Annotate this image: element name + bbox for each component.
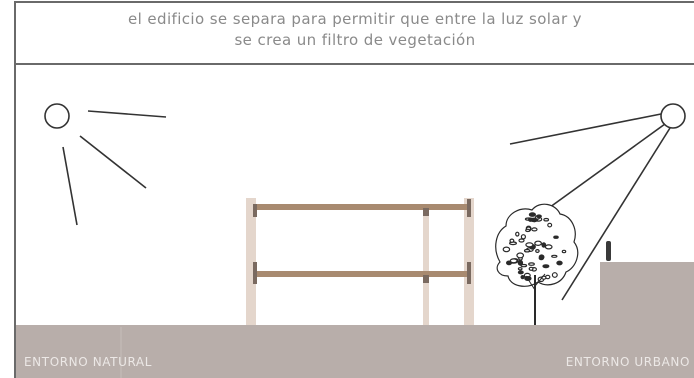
tree-leaf (520, 234, 527, 240)
sun-ray (509, 113, 662, 145)
slab-bracket (423, 208, 429, 216)
tree-leaf (553, 235, 559, 239)
tree-leaf (516, 252, 525, 259)
tree-leaf (528, 262, 535, 266)
slab-bracket (423, 275, 429, 283)
tree-leaf (509, 258, 518, 264)
tree-leaf (535, 249, 540, 254)
slab-bracket (253, 262, 257, 284)
tree-leaf (517, 270, 524, 275)
label-entorno-urbano: ENTORNO URBANO (565, 355, 690, 369)
tree-branch (534, 273, 546, 287)
tree-leaf (517, 259, 524, 266)
tree-leaf (534, 240, 542, 246)
tree-leaf (543, 217, 550, 222)
building-column-middle (423, 204, 429, 325)
building-column-left (246, 198, 256, 325)
tree-leaf (542, 264, 550, 269)
tree-leaf (528, 266, 534, 271)
building-slab-lower (253, 271, 471, 277)
tree-icon (495, 203, 579, 325)
tree-leaf (544, 244, 553, 250)
tree-leaf (538, 254, 545, 260)
tree-leaf (531, 227, 538, 232)
building-column-right (464, 198, 474, 325)
tree-leaf (517, 267, 523, 271)
sun-ray (62, 146, 78, 226)
tree-leaf (525, 242, 534, 248)
tree-leaf (551, 254, 558, 258)
sun-ray (561, 127, 671, 301)
sun-ray (87, 110, 167, 118)
tree-leaf (561, 249, 567, 254)
tree-leaf (518, 238, 525, 243)
tree-leaf (515, 231, 520, 237)
urban-post-icon (606, 241, 611, 261)
tree-leaf (528, 217, 533, 222)
caption-line-2: se crea un filtro de vegetación (234, 31, 476, 49)
tree-leaf (523, 248, 531, 253)
scene-box (14, 64, 694, 378)
building-section (246, 198, 474, 325)
tree-leaf (502, 246, 511, 253)
tree-leaf (556, 260, 563, 266)
tree-leaf (509, 238, 515, 243)
label-entorno-natural: ENTORNO NATURAL (24, 355, 153, 369)
building-slab-upper (253, 204, 471, 210)
tree-leaf (541, 242, 547, 248)
caption-line-1: el edificio se separa para permitir que … (128, 10, 582, 28)
slab-bracket (467, 199, 471, 217)
tree-leaf (547, 222, 553, 228)
ground-terrain (16, 262, 694, 378)
tree-leaf (536, 214, 542, 219)
tree-leaf (525, 228, 531, 233)
tree-leaf (520, 275, 525, 280)
slab-bracket (467, 262, 471, 284)
sun-left-icon (44, 103, 167, 226)
sun-ray (79, 135, 147, 189)
sun-right-icon (509, 103, 686, 301)
tree-branch (525, 275, 536, 291)
slab-bracket (253, 204, 257, 217)
sun-ray (545, 123, 666, 211)
tree-leaf (551, 272, 558, 278)
tree-leaf (528, 212, 537, 217)
caption-box: el edificio se separa para permitir que … (14, 1, 694, 65)
